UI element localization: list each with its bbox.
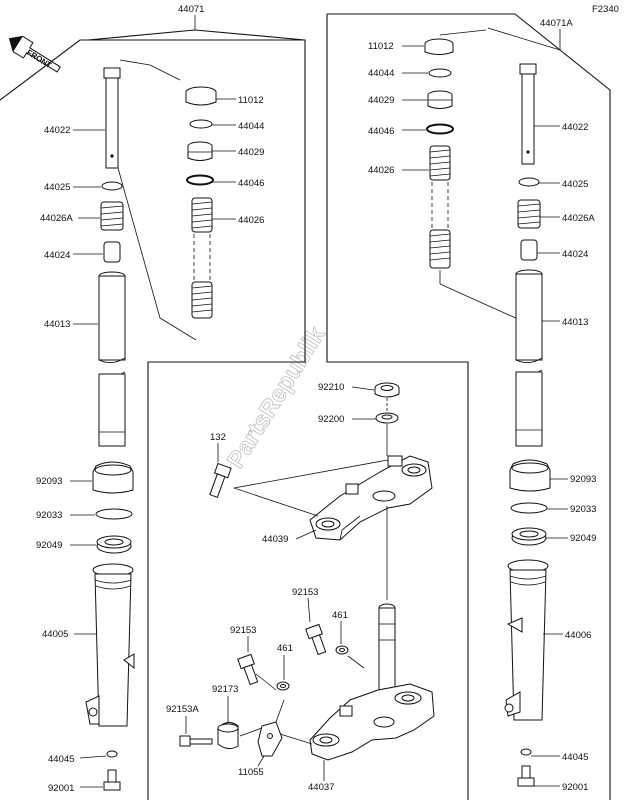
- label-stem-washer: 92200: [318, 414, 344, 425]
- right-bolt: [517, 765, 535, 787]
- label-left-oil-seal: 92049: [36, 540, 62, 551]
- label-right-retaining-ring: 92033: [570, 504, 596, 515]
- figure-code: F2340: [592, 4, 619, 15]
- right-piston-ring: [518, 177, 540, 187]
- label-right-dust-seal: 92093: [570, 474, 596, 485]
- left-outer-tube: [85, 563, 135, 727]
- front-label: FRONT: [25, 48, 53, 70]
- label-bolt-a: 92153: [292, 587, 318, 598]
- label-left-bolt: 92001: [48, 783, 74, 794]
- washer-a: [335, 645, 349, 655]
- label-right-oring-small: 44044: [368, 68, 394, 79]
- label-right-piston-ring: 44025: [562, 179, 588, 190]
- left-collar: [103, 241, 121, 263]
- right-oring-small: [428, 68, 452, 78]
- label-left-dust-seal: 92093: [36, 476, 62, 487]
- right-outer-tube: [504, 559, 549, 721]
- label-left-oring-small: 44044: [238, 121, 264, 132]
- left-oring-small: [189, 119, 213, 129]
- right-spring-seat: [427, 90, 453, 109]
- left-bolt: [103, 769, 121, 791]
- right-rebound-spring: [517, 199, 541, 229]
- label-left-rebound-spring: 44026A: [40, 213, 73, 224]
- label-right-oil-seal: 92049: [570, 533, 596, 544]
- label-bolt-c: 92153A: [166, 704, 199, 715]
- left-main-spring: [191, 197, 213, 319]
- left-fork-tube: [103, 67, 121, 169]
- right-retaining-ring: [510, 502, 548, 514]
- stem-nut: [374, 382, 400, 398]
- label-left-gasket: 44045: [48, 754, 74, 765]
- left-rebound-spring: [100, 201, 124, 231]
- label-washer-b: 461: [277, 643, 293, 654]
- right-fork-tube: [519, 63, 537, 165]
- label-right-tube: 44022: [562, 122, 588, 133]
- label-right-collar: 44024: [562, 249, 588, 260]
- left-piston-ring: [101, 181, 123, 191]
- label-left-oring-large: 44046: [238, 178, 264, 189]
- label-left-tube: 44022: [44, 125, 70, 136]
- left-dust-seal: [92, 461, 134, 494]
- left-spring-seat: [187, 141, 213, 161]
- label-right-outer-tube: 44006: [565, 630, 591, 641]
- front-arrow-icon: FRONT: [8, 35, 61, 73]
- left-gasket: [106, 750, 118, 758]
- label-upper-bracket: 44039: [262, 534, 288, 545]
- right-inner-tube: [515, 269, 543, 447]
- label-stem-nut: 92210: [318, 382, 344, 393]
- label-left-collar: 44024: [44, 250, 70, 261]
- right-main-spring: [429, 145, 451, 269]
- right-oil-seal: [511, 527, 547, 546]
- label-cable-clamp: 92173: [212, 684, 238, 695]
- bolt-b: [237, 653, 259, 686]
- label-left-assembly: 44071: [178, 4, 204, 15]
- label-right-gasket: 44045: [562, 752, 588, 763]
- bracket-stud: [209, 462, 232, 498]
- left-retaining-ring: [95, 508, 133, 520]
- cable-guide: [257, 721, 283, 757]
- right-fork-inner-box: [326, 14, 469, 800]
- label-left-piston-ring: 44025: [44, 182, 70, 193]
- bolt-c: [179, 735, 213, 747]
- right-gasket: [520, 748, 532, 756]
- left-fork-bracket: [87, 29, 306, 41]
- label-left-spring-seat: 44029: [238, 147, 264, 158]
- right-dust-seal: [509, 459, 551, 492]
- label-cable-guide: 11055: [238, 767, 264, 778]
- right-oring-large: [426, 123, 454, 135]
- left-oil-seal: [96, 535, 132, 554]
- label-bolt-b: 92153: [230, 625, 256, 636]
- label-stem-bracket: 44037: [308, 782, 334, 793]
- stem-bracket: [309, 603, 435, 761]
- label-bracket-stud: 132: [210, 432, 226, 443]
- label-left-cap: 11012: [238, 95, 264, 106]
- right-collar: [520, 239, 538, 261]
- label-right-cap: 11012: [368, 41, 394, 52]
- left-oring-large: [186, 174, 214, 186]
- watermark: PartsRepublik: [222, 321, 331, 473]
- label-right-spring-seat: 44029: [368, 95, 394, 106]
- label-right-main-spring: 44026: [368, 165, 394, 176]
- label-right-rebound-spring: 44026A: [562, 213, 595, 224]
- left-inner-tube: [98, 271, 126, 447]
- label-right-oring-large: 44046: [368, 126, 394, 137]
- label-left-inner-tube: 44013: [44, 319, 70, 330]
- upper-bracket: [309, 455, 433, 541]
- washer-b: [276, 681, 290, 691]
- stem-washer: [375, 412, 399, 424]
- cable-clamp: [217, 722, 239, 750]
- label-left-outer-tube: 44005: [42, 629, 68, 640]
- left-cap: [185, 86, 217, 106]
- left-fork-region: [0, 39, 306, 800]
- right-cap: [424, 38, 454, 55]
- label-left-retaining-ring: 92033: [36, 510, 62, 521]
- label-washer-a: 461: [332, 610, 348, 621]
- label-right-assembly: 44071A: [540, 18, 573, 29]
- right-fork-region: [327, 13, 611, 800]
- label-right-inner-tube: 44013: [562, 317, 588, 328]
- label-left-main-spring: 44026: [238, 215, 264, 226]
- bolt-a: [305, 623, 327, 656]
- label-right-bolt: 92001: [562, 782, 588, 793]
